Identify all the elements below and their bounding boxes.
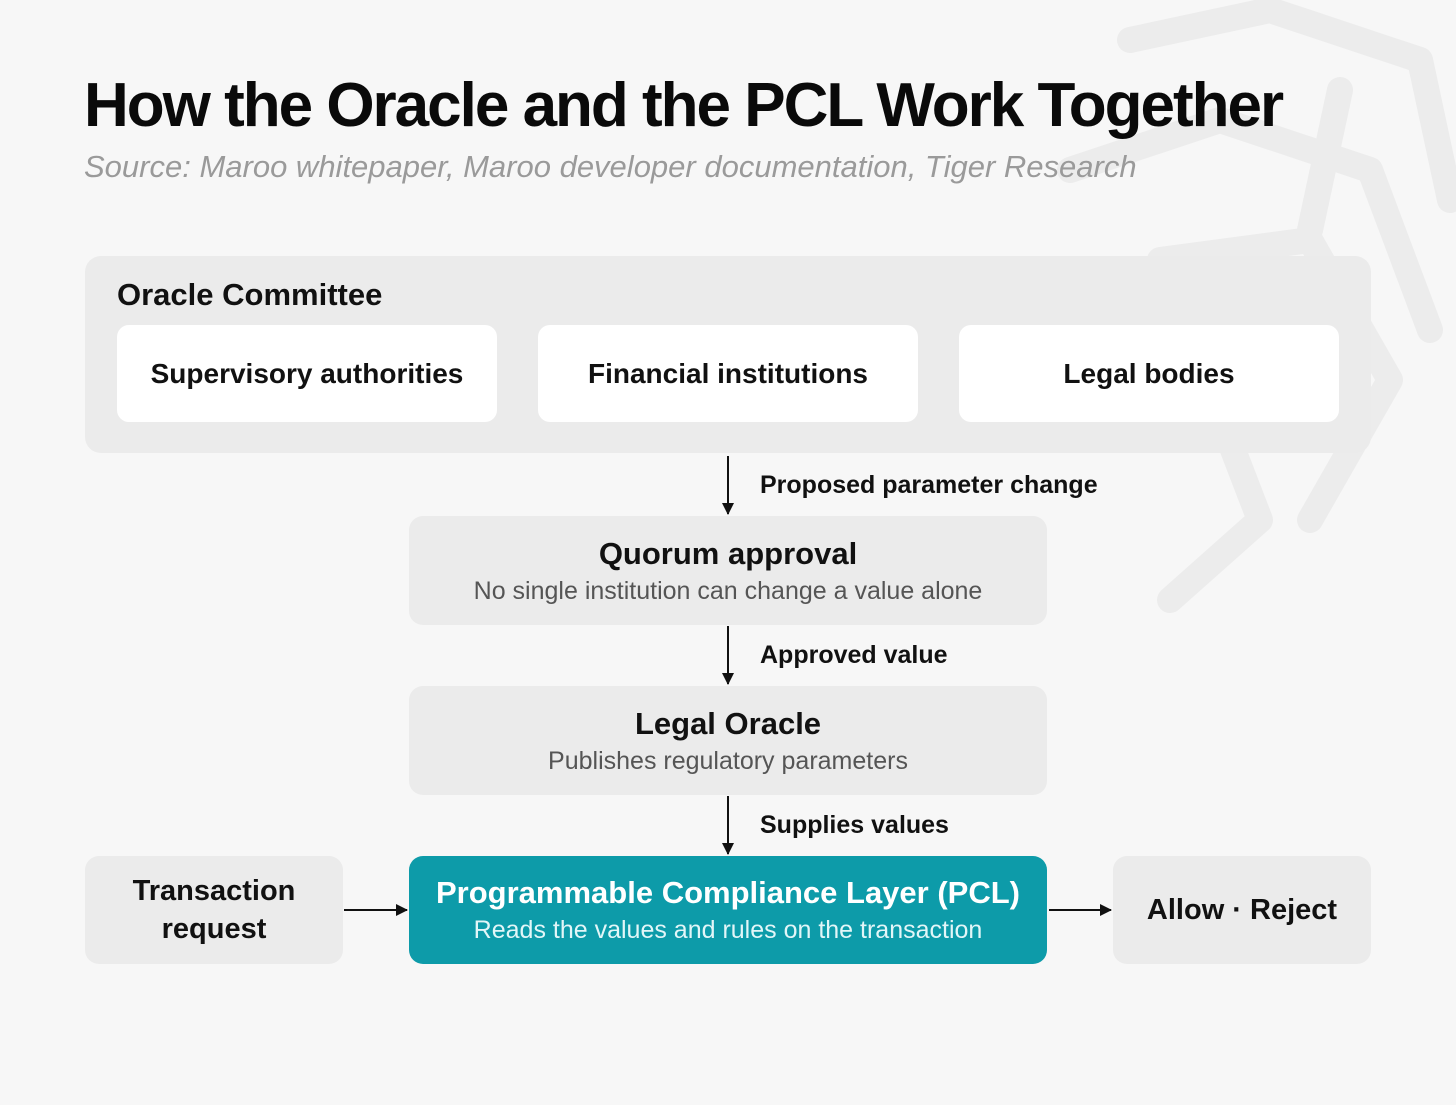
- page-title: How the Oracle and the PCL Work Together: [84, 71, 1284, 140]
- source-note: Source: Maroo whitepaper, Maroo develope…: [84, 149, 1137, 184]
- quorum-approval-box: Quorum approval No single institution ca…: [409, 516, 1047, 625]
- supplies-values-label: Supplies values: [760, 811, 949, 839]
- legal-oracle-title: Legal Oracle: [634, 705, 822, 741]
- approved-value-label: Approved value: [760, 641, 948, 669]
- transaction-request-box: Transaction request: [85, 856, 343, 964]
- quorum-approval-title: Quorum approval: [598, 535, 858, 571]
- pcl-subtitle: Reads the values and rules on the transa…: [473, 916, 983, 944]
- proposed-change-label: Proposed parameter change: [760, 471, 1098, 499]
- member-financial-institutions: Financial institutions: [538, 325, 918, 422]
- quorum-approval-subtitle: No single institution can change a value…: [473, 576, 983, 605]
- transaction-request-line1: Transaction: [132, 875, 296, 907]
- pcl-title: Programmable Compliance Layer (PCL): [436, 875, 1020, 910]
- pcl-box: Programmable Compliance Layer (PCL) Read…: [409, 856, 1047, 964]
- legal-oracle-box: Legal Oracle Publishes regulatory parame…: [409, 686, 1047, 795]
- member-legal-bodies: Legal bodies: [959, 325, 1339, 422]
- transaction-request-line2: request: [161, 913, 267, 945]
- legal-oracle-subtitle: Publishes regulatory parameters: [548, 746, 908, 775]
- member-supervisory-authorities: Supervisory authorities: [117, 325, 497, 422]
- outcome-label: Allow · Reject: [1146, 894, 1338, 926]
- outcome-box: Allow · Reject: [1113, 856, 1371, 964]
- oracle-committee-title: Oracle Committee: [117, 277, 383, 312]
